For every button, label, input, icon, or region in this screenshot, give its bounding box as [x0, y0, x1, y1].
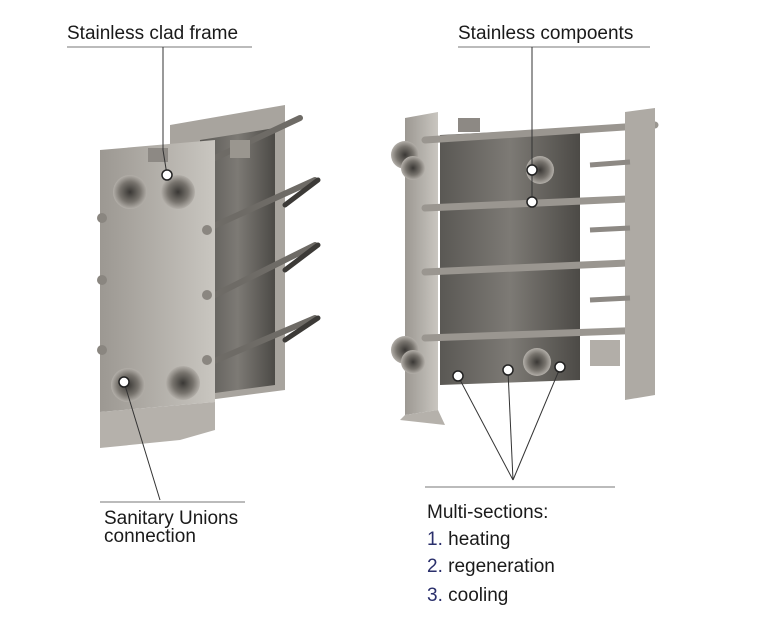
callout-dots — [118, 164, 566, 388]
label-sanitary-unions-line1: Sanitary Unions — [104, 508, 239, 529]
section-number: 3. — [427, 585, 443, 606]
leader-lines — [67, 46, 650, 503]
label-multi-sections: Multi-sections: 1. heating 2. regenerati… — [427, 499, 555, 609]
label-sanitary-unions: Sanitary Unions connection — [104, 508, 239, 547]
section-item: 3. cooling — [427, 582, 555, 609]
section-text: heating — [448, 529, 511, 550]
section-text: cooling — [448, 585, 509, 606]
label-sanitary-unions-line2: connection — [104, 526, 196, 547]
section-item: 2. regeneration — [427, 553, 555, 580]
label-stainless-components: Stainless compoents — [458, 23, 634, 44]
right-exchanger — [391, 108, 659, 425]
left-exchanger — [97, 105, 321, 448]
label-stainless-clad-frame: Stainless clad frame — [67, 23, 239, 44]
section-number: 2. — [427, 556, 443, 577]
sections-title: Multi-sections: — [427, 502, 549, 523]
section-item: 1. heating — [427, 526, 555, 553]
section-number: 1. — [427, 529, 443, 550]
section-text: regeneration — [448, 556, 555, 577]
